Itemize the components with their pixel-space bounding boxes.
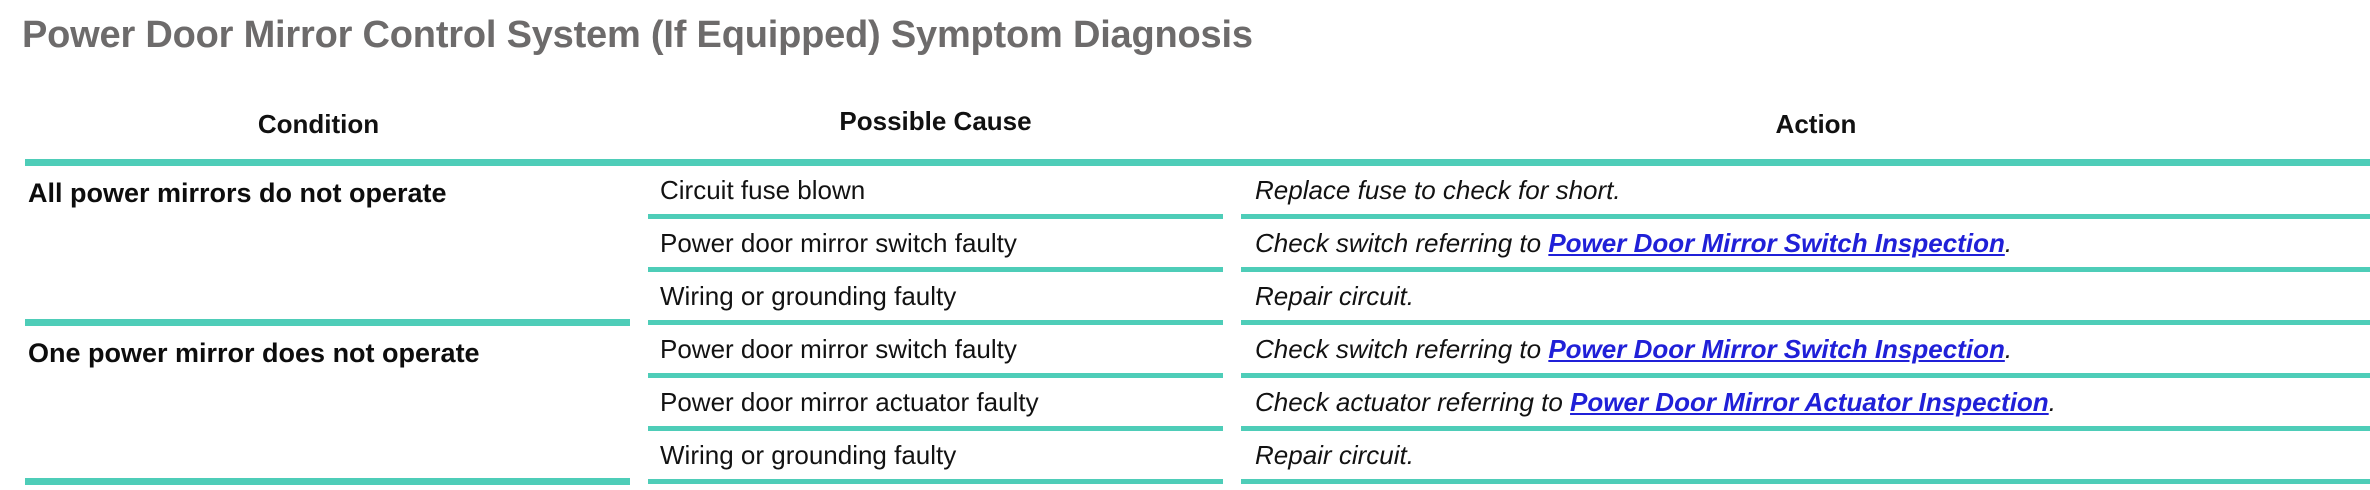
possible-cause-cell: Power door mirror switch faulty <box>648 322 1223 378</box>
action-cell: Check switch referring to Power Door Mir… <box>1241 322 2370 378</box>
table-header-row: Condition Possible Cause Action <box>25 95 2370 166</box>
action-text: Repair circuit. <box>1255 439 1414 470</box>
column-gutter <box>1223 269 1241 323</box>
action-cell: Check switch referring to Power Door Mir… <box>1241 216 2370 272</box>
action-cell: Check actuator referring to Power Door M… <box>1241 375 2370 431</box>
table-row: Wiring or grounding faulty Repair circuit… <box>25 269 2370 325</box>
possible-cause-cell: Power door mirror actuator faulty <box>648 375 1223 431</box>
column-gutter <box>1223 428 1241 482</box>
column-gutter <box>1223 95 1241 166</box>
page-title: Power Door Mirror Control System (If Equ… <box>22 14 1253 56</box>
action-text: Repair circuit. <box>1255 280 1414 311</box>
column-gutter <box>1223 375 1241 429</box>
column-header-action: Action <box>1241 95 2370 166</box>
column-gutter <box>1223 322 1241 376</box>
condition-cell: All power mirrors do not operate <box>25 162 630 326</box>
column-header-possible-cause: Possible Cause <box>648 95 1223 166</box>
table-row: Wiring or grounding faulty Repair circuit… <box>25 428 2370 484</box>
action-text: Check actuator referring to <box>1255 386 1571 417</box>
condition-cell: One power mirror does not operate <box>25 322 630 485</box>
action-text-suffix: . <box>2004 333 2013 364</box>
action-text: Check switch referring to <box>1255 333 1549 364</box>
table-header: Condition Possible Cause Action <box>25 95 2370 166</box>
table-row: Power door mirror switch faulty Check swi… <box>25 216 2370 272</box>
possible-cause-cell: Wiring or grounding faulty <box>648 428 1223 484</box>
column-header-condition: Condition <box>25 95 630 166</box>
action-text-suffix: . <box>2004 227 2013 258</box>
column-gutter <box>1223 216 1241 270</box>
column-gutter <box>630 95 648 166</box>
action-text: Check switch referring to <box>1255 227 1549 258</box>
action-reference-link[interactable]: Power Door Mirror Switch Inspection <box>1548 227 2005 258</box>
action-reference-link[interactable]: Power Door Mirror Actuator Inspection <box>1570 386 2049 417</box>
action-cell: Replace fuse to check for short. <box>1241 162 2370 219</box>
column-gutter <box>1223 162 1241 217</box>
action-text-suffix: . <box>2048 386 2056 417</box>
possible-cause-cell: Wiring or grounding faulty <box>648 269 1223 325</box>
column-gutter <box>630 322 648 482</box>
possible-cause-cell: Circuit fuse blown <box>648 162 1223 219</box>
action-text: Replace fuse to check for short. <box>1255 174 1621 205</box>
table-body: All power mirrors do not operate Circuit … <box>25 162 2370 485</box>
action-reference-link[interactable]: Power Door Mirror Switch Inspection <box>1548 333 2005 364</box>
column-gutter <box>630 162 648 323</box>
table-row: All power mirrors do not operate Circuit … <box>25 162 2370 326</box>
possible-cause-cell: Power door mirror switch faulty <box>648 216 1223 272</box>
symptom-diagnosis-table: Condition Possible Cause Action All powe… <box>25 95 2370 485</box>
table-row: Power door mirror actuator faulty Check a… <box>25 375 2370 431</box>
action-cell: Repair circuit. <box>1241 269 2370 325</box>
action-cell: Repair circuit. <box>1241 428 2370 484</box>
